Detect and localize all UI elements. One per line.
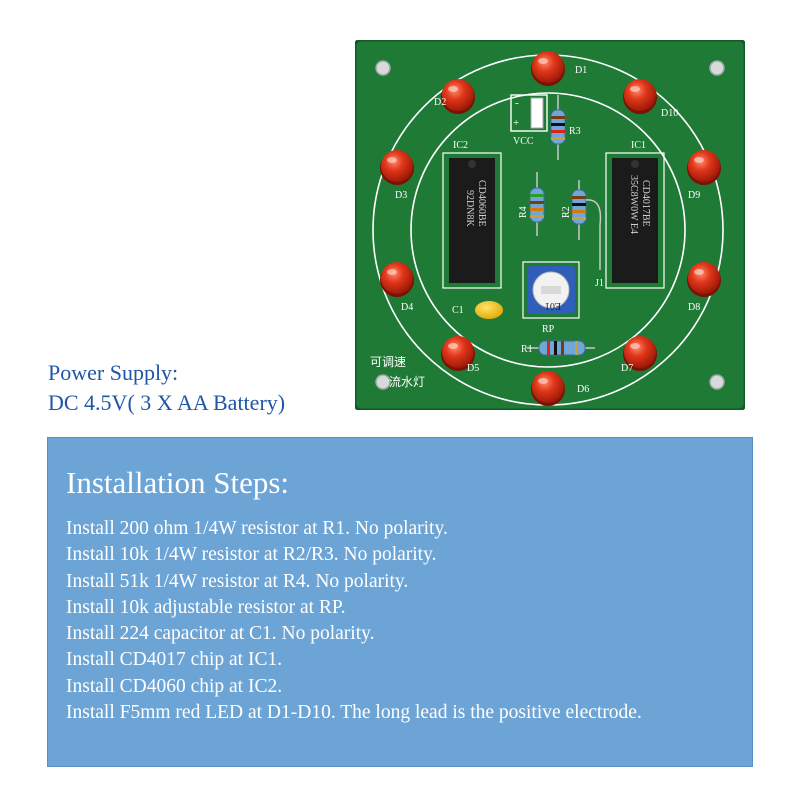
led-d9 [687,150,721,185]
installation-step: Install 224 capacitor at C1. No polarity… [66,623,375,645]
power-pin-minus: - [515,97,519,109]
rp-code: E01 [545,300,561,311]
power-pin-plus: + [513,117,519,129]
potentiometer-rp: E01 RP [522,261,580,335]
led-d8 [687,262,721,297]
power-supply-label: Power Supply: [48,360,179,385]
power-supply-caption: Power Supply: DC 4.5V( 3 X AA Battery) [48,358,285,418]
led-ring [380,51,721,406]
led-d5 [441,336,475,371]
vcc-label: VCC [513,136,534,147]
resistor-r3: R3 [550,95,581,160]
installation-panel: Installation Steps: Install 200 ohm 1/4W… [47,437,753,767]
installation-step: Install CD4060 chip at IC2. [66,675,283,697]
capacitor-c1-label: C1 [452,305,464,316]
mounting-holes [375,60,725,390]
ic2-marking-top: 92DN8K [464,190,475,227]
resistor-r2: R2 [561,180,602,270]
resistor-r2-label: R2 [561,206,572,218]
led-label: D1 [575,65,587,76]
ic1-label: IC1 [631,140,646,151]
rp-label: RP [542,324,555,335]
installation-title: Installation Steps: [66,465,290,500]
led-label: D9 [688,190,700,201]
led-d6 [531,371,565,406]
power-header: - + VCC [510,94,548,147]
led-label: D4 [401,302,413,313]
resistor-r4-label: R4 [518,206,529,218]
power-supply-value: DC 4.5V( 3 X AA Battery) [48,390,286,415]
resistor-r3-label: R3 [569,126,581,137]
installation-step: Install 200 ohm 1/4W resistor at R1. No … [66,518,448,539]
led-label: D10 [661,108,678,119]
chip-ic1: IC1 35C8W0W E4 CD4017BE [605,140,665,289]
silkscreen-chaser-label: 流水灯 [389,375,425,389]
led-label: D2 [434,97,446,108]
installation-step: Install F5mm red LED at D1-D10. The long… [66,702,642,724]
led-d2 [441,79,475,114]
installation-step: Install CD4017 chip at IC1. [66,649,283,671]
capacitor-c1: C1 [452,301,503,319]
silkscreen-speed-label: 可调速 [370,355,406,369]
installation-steps-list: Install 200 ohm 1/4W resistor at R1. No … [66,516,642,726]
led-d7 [623,336,657,371]
ic1-marking-bottom: CD4017BE [640,180,651,227]
resistor-r1: R1 [521,340,595,356]
jumper-j1-label: J1 [595,278,604,289]
led-label: D8 [688,302,700,313]
installation-step: Install 10k adjustable resistor at RP. [66,596,346,618]
ic1-marking-top: 35C8W0W E4 [628,175,639,234]
led-label: D5 [467,363,479,374]
resistor-r1-label: R1 [521,344,533,355]
led-label: D6 [577,384,589,395]
ic2-marking-bottom: CD4060BE [476,180,487,227]
led-d4 [380,262,414,297]
led-label: D7 [621,363,633,374]
installation-step: Install 51k 1/4W resistor at R4. No pola… [66,570,409,592]
resistor-r4: R4 [518,172,545,236]
led-d3 [380,150,414,185]
chip-ic2: IC2 92DN8K CD4060BE [442,140,502,289]
led-label: D3 [395,190,407,201]
installation-step: Install 10k 1/4W resistor at R2/R3. No p… [66,544,437,566]
led-d1 [531,51,565,86]
led-d10 [623,79,657,114]
ic2-label: IC2 [453,140,468,151]
